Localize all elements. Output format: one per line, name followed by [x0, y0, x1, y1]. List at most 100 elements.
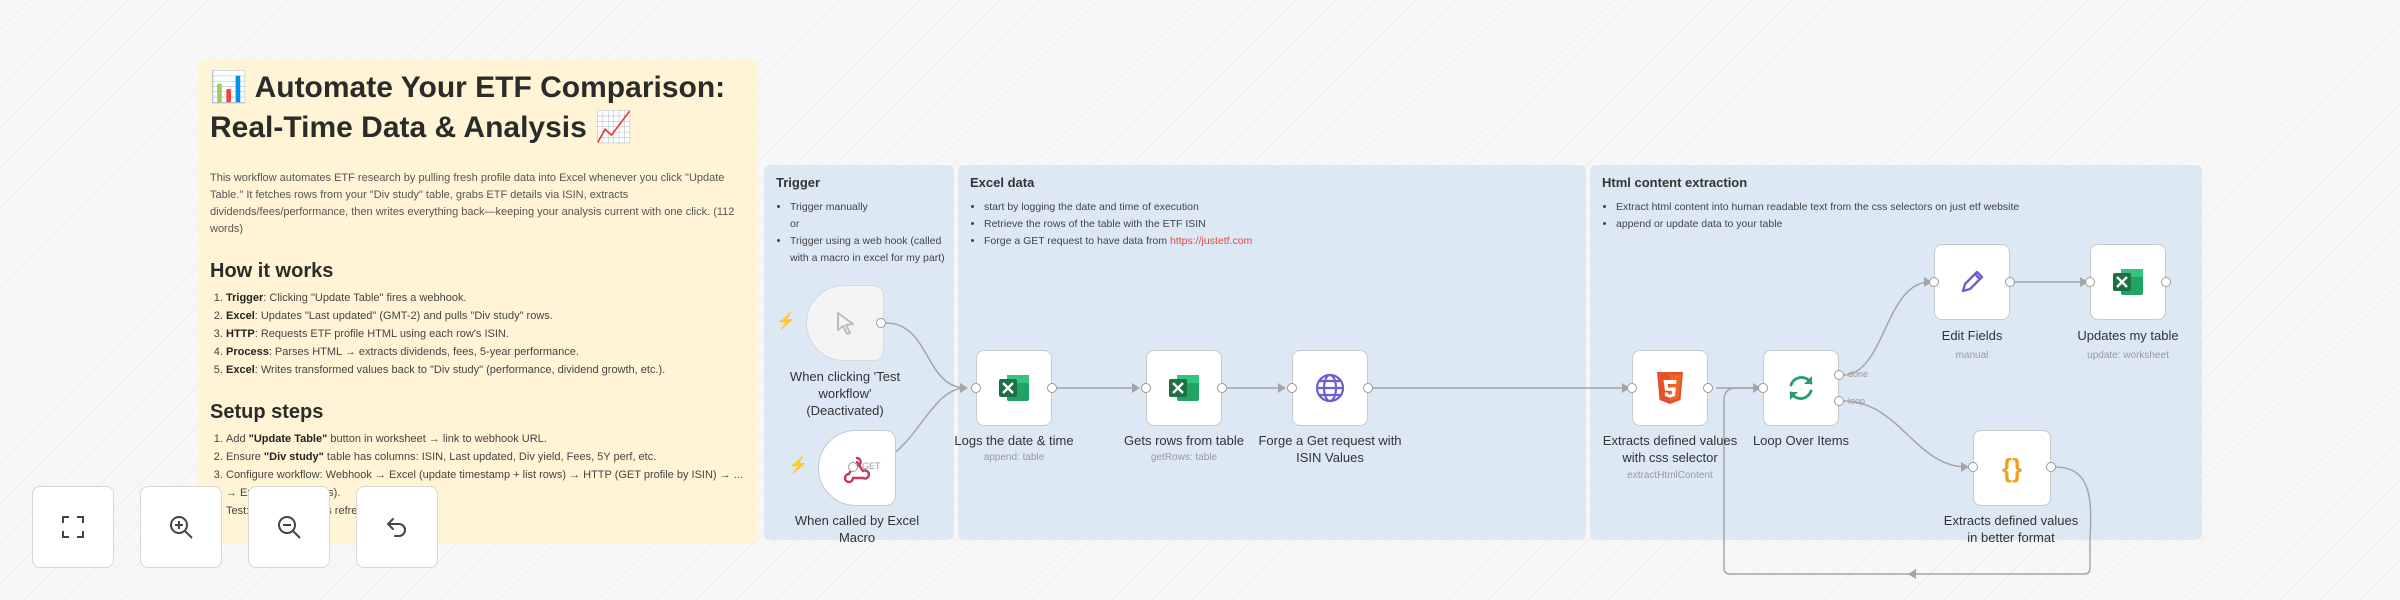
sticky-note[interactable]: 📊 Automate Your ETF Comparison: Real-Tim…: [198, 60, 758, 543]
excel-icon: [1169, 375, 1199, 401]
undo-button[interactable]: [356, 486, 438, 568]
loop-port-label: loop: [1848, 396, 1866, 406]
forge-request-node[interactable]: [1292, 350, 1368, 426]
webhook-port-label: GET: [862, 461, 881, 471]
done-output-port[interactable]: [1834, 370, 1844, 380]
justetf-link[interactable]: https://justetf.com: [1170, 235, 1253, 247]
note-intro: This workflow automates ETF research by …: [210, 172, 735, 235]
html-group-notes: Extract html content into human readable…: [1602, 199, 2019, 233]
input-port[interactable]: [1627, 383, 1637, 393]
html5-icon: [1657, 372, 1683, 404]
loop-over-items-node[interactable]: [1763, 350, 1839, 426]
connection-loop-to-edit: [1842, 281, 1931, 376]
svg-text:{}: {}: [2002, 453, 2022, 483]
trigger-bolt-icon: ⚡: [776, 313, 796, 330]
how-it-works-list: Trigger: Clicking "Update Table" fires a…: [210, 289, 746, 379]
excel-icon: [999, 375, 1029, 401]
edit-fields-label: Edit Fields: [1941, 328, 2003, 343]
output-port[interactable]: [1217, 383, 1227, 393]
manual-trigger-node[interactable]: [806, 285, 884, 361]
note-bullet: append or update data to your table: [1616, 216, 2019, 233]
extract-html-node[interactable]: [1632, 350, 1708, 426]
connection-manual-to-logs: [885, 322, 967, 389]
output-port[interactable]: [848, 462, 858, 472]
setup-steps-list: Add "Update Table" button in worksheet →…: [210, 430, 746, 520]
logs-date-sub: append: table: [983, 452, 1045, 463]
excel-data-group[interactable]: Excel data start by logging the date and…: [958, 165, 1586, 540]
zoom-in-icon: [170, 516, 193, 539]
extract-html-sub: extractHtmlContent: [1627, 470, 1713, 481]
how-step: Trigger: Clicking "Update Table" fires a…: [226, 289, 746, 307]
edit-fields-node[interactable]: [1934, 244, 2010, 320]
loop-icon: [1789, 376, 1813, 400]
update-table-node[interactable]: [2090, 244, 2166, 320]
note-title-line1: 📊 Automate Your ETF Comparison:: [210, 71, 726, 104]
output-port[interactable]: [2046, 462, 2056, 472]
output-port[interactable]: [1047, 383, 1057, 393]
logs-date-node[interactable]: [976, 350, 1052, 426]
zoom-in-button[interactable]: [140, 486, 222, 568]
html-group-title: Html content extraction: [1602, 175, 1748, 190]
output-port[interactable]: [1703, 383, 1713, 393]
note-bullet: Trigger manually: [790, 199, 950, 216]
fullscreen-icon: [62, 516, 84, 538]
note-title: 📊 Automate Your ETF Comparison: Real-Tim…: [210, 68, 746, 148]
fit-view-button[interactable]: [32, 486, 114, 568]
connection-better-back-to-loop: [1723, 387, 2092, 575]
undo-icon: [386, 518, 406, 537]
zoom-out-button[interactable]: [248, 486, 330, 568]
trigger-group-notes: Trigger manually or Trigger using a web …: [776, 199, 950, 267]
loop-output-port[interactable]: [1834, 396, 1844, 406]
better-format-node[interactable]: {}: [1973, 430, 2051, 506]
trigger-bolt-icon: ⚡: [788, 457, 808, 474]
output-port[interactable]: [2161, 277, 2171, 287]
note-bullet: Forge a GET request to have data from ht…: [984, 233, 1252, 250]
setup-steps-heading: Setup steps: [210, 401, 324, 423]
note-bullet: Extract html content into human readable…: [1616, 199, 2019, 216]
note-bullet: start by logging the date and time of ex…: [984, 199, 1252, 216]
connection-loop-to-better: [1842, 400, 1968, 468]
how-it-works-heading: How it works: [210, 260, 334, 282]
edit-fields-sub: manual: [1955, 350, 1989, 361]
excel-group-title: Excel data: [970, 175, 1035, 190]
how-step: Process: Parses HTML → extracts dividend…: [226, 343, 746, 361]
how-step: HTTP: Requests ETF profile HTML using ea…: [226, 325, 746, 343]
update-table-label: Updates my table: [2077, 328, 2179, 343]
get-rows-node[interactable]: [1146, 350, 1222, 426]
input-port[interactable]: [1287, 383, 1297, 393]
note-bullet: Retrieve the rows of the table with the …: [984, 216, 1252, 233]
note-bullet: or: [790, 218, 800, 230]
input-port[interactable]: [2085, 277, 2095, 287]
input-port[interactable]: [1141, 383, 1151, 393]
output-port[interactable]: [2005, 277, 2015, 287]
input-port[interactable]: [1758, 383, 1768, 393]
setup-step: Ensure "Div study" table has columns: IS…: [226, 448, 746, 466]
globe-icon: [1315, 373, 1345, 403]
get-rows-sub: getRows: table: [1150, 452, 1218, 463]
input-port[interactable]: [1929, 277, 1939, 287]
loop-over-items-label: Loop Over Items: [1752, 433, 1850, 448]
output-port[interactable]: [876, 318, 886, 328]
input-port[interactable]: [971, 383, 981, 393]
get-rows-label: Gets rows from table: [1124, 433, 1244, 448]
note-bullet: Trigger using a web hook (called with a …: [790, 233, 950, 267]
pencil-icon: [1961, 270, 1984, 293]
excel-icon: [2113, 269, 2143, 295]
logs-date-label: Logs the date & time: [954, 433, 1074, 448]
update-table-sub: update: worksheet: [2087, 350, 2169, 361]
how-step: Excel: Writes transformed values back to…: [226, 361, 746, 379]
output-port[interactable]: [1363, 383, 1373, 393]
input-port[interactable]: [1968, 462, 1978, 472]
cursor-icon: [837, 312, 854, 335]
note-title-line2: Real-Time Data & Analysis 📈: [210, 111, 633, 144]
setup-step: Add "Update Table" button in worksheet →…: [226, 430, 746, 448]
excel-group-notes: start by logging the date and time of ex…: [970, 199, 1252, 250]
how-step: Excel: Updates "Last updated" (GMT-2) an…: [226, 307, 746, 325]
done-port-label: done: [1848, 369, 1869, 379]
